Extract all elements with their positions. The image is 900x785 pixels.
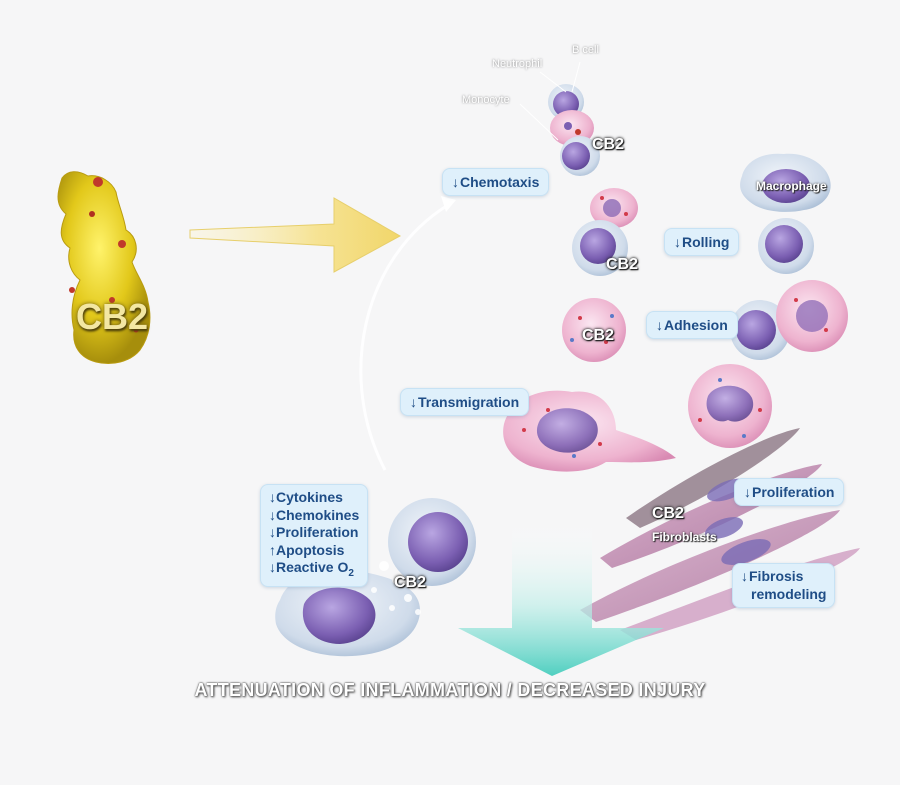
transmigrating-cell bbox=[503, 390, 676, 472]
b-cell-label: B cell bbox=[572, 44, 599, 56]
effect-cytokines: Cytokines bbox=[276, 489, 343, 505]
monocyte-pointer bbox=[519, 103, 559, 141]
rolling-cells bbox=[572, 188, 638, 276]
proliferation-text: Proliferation bbox=[752, 484, 835, 500]
cb2-label-adhesion: CB2 bbox=[582, 327, 615, 344]
down-arrow-icon: ↓ bbox=[674, 234, 681, 250]
effect-proliferation: Proliferation bbox=[276, 524, 359, 540]
rolling-text: Rolling bbox=[682, 234, 730, 250]
transmigration-callout: ↓Transmigration bbox=[400, 388, 530, 416]
fibroblasts-label: Fibroblasts bbox=[652, 530, 717, 544]
down-arrow-icon: ↓ bbox=[452, 174, 459, 190]
effect-reactive-oxygen: Reactive O bbox=[276, 559, 349, 575]
down-arrow-icon: ↓ bbox=[410, 394, 417, 410]
cb2-label-bottom-left: CB2 bbox=[394, 574, 427, 591]
b-cell-pointer bbox=[571, 61, 581, 93]
activated-neutrophil bbox=[688, 364, 772, 448]
curved-guide-arrowhead bbox=[441, 196, 456, 212]
cb2-label-blood: CB2 bbox=[592, 136, 625, 153]
neutrophil-pointer bbox=[539, 71, 567, 93]
adhesion-text: Adhesion bbox=[664, 317, 728, 333]
up-arrow-icon: ↑ bbox=[269, 541, 276, 558]
cb2-receptor-protein bbox=[57, 171, 151, 364]
effect-reactive-oxygen-subscript: 2 bbox=[348, 567, 354, 579]
adhesion-callout: ↓Adhesion bbox=[646, 311, 738, 339]
effects-callout: ↓Cytokines ↓Chemokines ↓Proliferation ↑A… bbox=[260, 484, 369, 588]
footer-caption: ATTENUATION OF INFLAMMATION / DECREASED … bbox=[194, 680, 706, 700]
blood-cell-stack bbox=[548, 84, 600, 176]
secreting-cells bbox=[275, 498, 476, 657]
transmigration-text: Transmigration bbox=[418, 394, 520, 410]
big-down-arrow bbox=[458, 520, 664, 676]
lymphocyte-cell bbox=[758, 218, 814, 274]
down-arrow-icon: ↓ bbox=[269, 489, 276, 505]
curved-guide-line bbox=[359, 203, 449, 471]
effect-apoptosis: Apoptosis bbox=[276, 541, 345, 558]
down-arrow-icon: ↓ bbox=[269, 559, 276, 575]
macrophage-label: Macrophage bbox=[756, 179, 827, 193]
macrophage-cell bbox=[740, 153, 831, 212]
cb2-label-rolling: CB2 bbox=[606, 256, 639, 273]
down-arrow-icon: ↓ bbox=[656, 317, 663, 333]
cb2-receptor-label: CB2 bbox=[76, 296, 149, 337]
down-arrow-icon: ↓ bbox=[744, 484, 751, 500]
proliferation-callout: ↓Proliferation bbox=[734, 478, 845, 506]
fibrosis-text-line2: remodeling bbox=[751, 585, 827, 602]
fibrosis-text-line1: Fibrosis bbox=[749, 568, 804, 584]
rolling-callout: ↓Rolling bbox=[664, 228, 740, 256]
chemotaxis-text: Chemotaxis bbox=[460, 174, 540, 190]
monocyte-label: Monocyte bbox=[462, 94, 510, 106]
down-arrow-icon: ↓ bbox=[741, 568, 748, 584]
adhesion-cells bbox=[562, 280, 848, 362]
down-arrow-icon: ↓ bbox=[269, 506, 276, 523]
effect-chemokines: Chemokines bbox=[276, 506, 360, 523]
down-arrow-icon: ↓ bbox=[269, 524, 276, 540]
chemotaxis-callout: ↓Chemotaxis bbox=[442, 168, 550, 196]
cb2-label-fibroblast: CB2 bbox=[652, 505, 685, 522]
big-right-arrow bbox=[189, 197, 402, 273]
fibrosis-callout: ↓Fibrosis remodeling bbox=[732, 563, 836, 608]
neutrophil-label: Neutrophil bbox=[492, 58, 543, 70]
